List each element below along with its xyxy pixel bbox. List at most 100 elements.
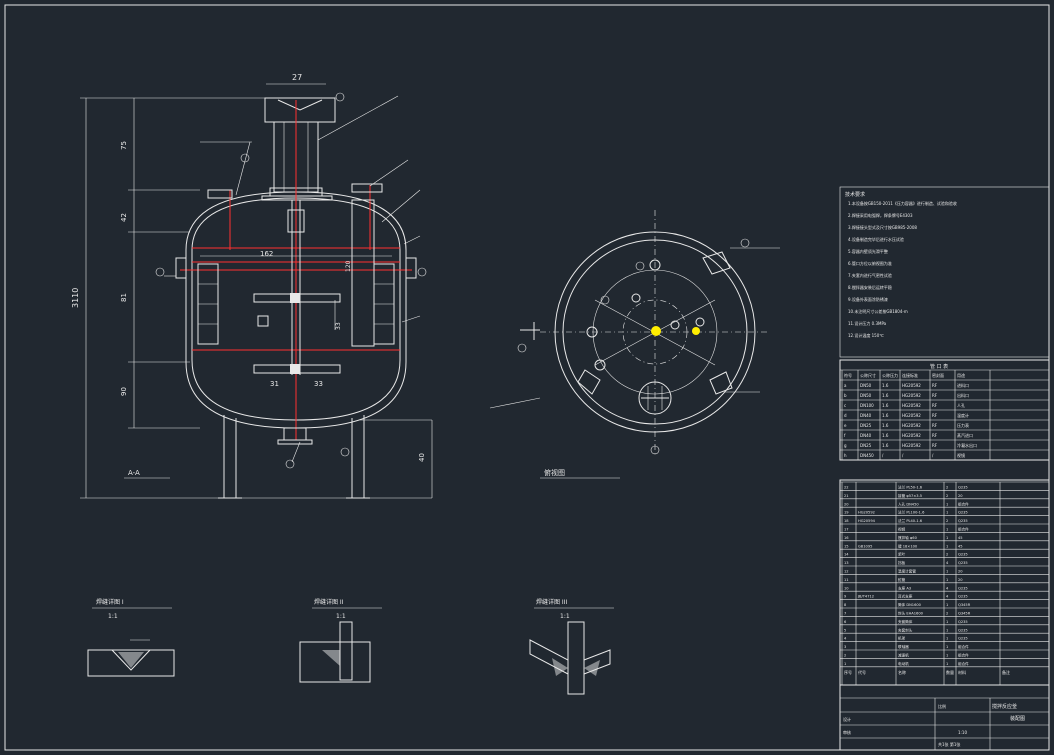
parts-cell: 1 xyxy=(844,662,846,666)
parts-cell: 浆叶 xyxy=(898,552,906,557)
parts-cell: 1 xyxy=(946,654,948,658)
parts-cell: Q235 xyxy=(958,620,968,624)
parts-cell: 1 xyxy=(946,620,948,624)
dim-coil: 120 xyxy=(345,260,352,272)
parts-cell: Q235 xyxy=(958,637,968,641)
parts-cell: 组合件 xyxy=(958,501,969,506)
title-designer: 设计 xyxy=(843,716,851,722)
parts-cell: 1 xyxy=(946,645,948,649)
parts-cell: 6 xyxy=(844,620,847,624)
parts-cell: Q345R xyxy=(958,612,971,616)
nozzle-cell: 人孔 xyxy=(957,402,965,408)
parts-cell: 15 xyxy=(844,544,849,548)
detail-3-sub: 1:1 xyxy=(560,613,570,620)
nozzle-cell: 1.6 xyxy=(882,433,889,438)
tech-note-line: 5.容器内壁须光滑平整 xyxy=(848,248,888,254)
parts-cell: 20 xyxy=(958,494,963,498)
nozzle-cell: / xyxy=(882,453,884,458)
nozzle-header-cell: 公称压力 xyxy=(882,372,898,378)
parts-cell: 1 xyxy=(946,603,948,607)
parts-cell: 搅拌轴 φ60 xyxy=(898,535,918,540)
parts-cell: 接管 φ57×3.5 xyxy=(898,493,922,498)
nozzle-header-cell: 连接标准 xyxy=(902,372,918,378)
coil-right xyxy=(373,263,395,345)
nozzle-cell: RF xyxy=(932,413,938,418)
parts-cell: 5 xyxy=(844,628,846,632)
coil-left xyxy=(197,263,219,345)
nozzle-cell: HG20592 xyxy=(902,433,921,438)
parts-cell: Q345R xyxy=(958,603,971,607)
tech-notes-heading: 技术要求 xyxy=(845,191,865,198)
parts-header-cell: 材料 xyxy=(958,669,966,675)
nozzle-header-cell: 符号 xyxy=(844,372,852,378)
tech-notes: 技术要求 1.本设备按GB150-2011《压力容器》进行制造、试验和验收 2.焊… xyxy=(839,186,1050,358)
tech-note-line: 2.焊接采用电弧焊，焊条牌号E4303 xyxy=(848,212,913,218)
parts-cell: Q235 xyxy=(958,586,968,590)
parts-cell: 组合件 xyxy=(958,653,969,658)
nozzle-cell: 1.6 xyxy=(882,403,889,408)
parts-cell: 法兰 PL100-1.6 xyxy=(898,510,925,515)
parts-cell: Q235 xyxy=(958,519,968,523)
parts-cell: 键 18×100 xyxy=(898,543,918,548)
parts-cell: 4 xyxy=(946,586,949,590)
parts-header-cell: 备注 xyxy=(1002,669,1010,675)
parts-cell: 18 xyxy=(844,519,849,523)
tech-note-line: 1.本设备按GB150-2011《压力容器》进行制造、试验和验收 xyxy=(848,200,957,206)
parts-cell: 封头 EHA1600 xyxy=(898,611,924,616)
parts-cell: 10 xyxy=(844,586,849,590)
parts-cell: 2 xyxy=(946,519,948,523)
tech-note-line: 8.搅拌器安装后运转平稳 xyxy=(848,284,892,290)
nozzle-cell: HG20592 xyxy=(902,423,921,428)
top-view-label: 俯视图 xyxy=(544,468,565,477)
parts-cell: 1 xyxy=(946,536,948,540)
parts-cell: 联轴器 xyxy=(898,644,909,649)
jacket xyxy=(185,191,407,429)
nozzle-cell: g xyxy=(844,443,847,448)
nozzle-b xyxy=(649,259,661,271)
parts-cell: 13 xyxy=(844,561,849,565)
parts-cell: 支座 A3 xyxy=(898,585,911,590)
parts-header-cell: 名称 xyxy=(898,669,906,675)
nozzle-cell: HG20592 xyxy=(902,403,921,408)
parts-cell: 筒体 DN1600 xyxy=(898,602,922,607)
detail-3-label: 焊缝详图 III xyxy=(536,598,567,606)
tech-note-line: 7.夹套内进行气密性试验 xyxy=(848,272,892,278)
nozzle-cell: DN450 xyxy=(860,453,874,458)
parts-cell: 22 xyxy=(844,486,849,490)
detail-2-sub: 1:1 xyxy=(336,613,346,620)
nozzle-cell: e xyxy=(844,423,847,428)
nozzle-cell: RF xyxy=(932,403,938,408)
parts-cell: 人孔 DN450 xyxy=(898,501,919,506)
nozzle-cell: f xyxy=(844,433,846,438)
nozzle-cell: / xyxy=(902,453,904,458)
parts-cell: 2 xyxy=(946,486,948,490)
dim-top: 27 xyxy=(292,73,302,82)
nozzle-cell: RF xyxy=(932,433,938,438)
tech-note-line: 6.管口方位以俯视图为准 xyxy=(848,260,892,266)
parts-cell: 1 xyxy=(946,637,948,641)
title-drawing-name: 装配图 xyxy=(1010,715,1025,722)
parts-cell: 20 xyxy=(958,578,963,582)
parts-cell: 视镜 xyxy=(898,527,906,532)
parts-cell: 1 xyxy=(946,511,948,515)
dim-paddle-b: 33 xyxy=(314,380,323,388)
title-scale: 1:10 xyxy=(958,730,967,735)
nozzle-cell: RF xyxy=(932,423,938,428)
parts-cell: 减速机 xyxy=(898,653,909,658)
tech-note-line: 3.焊接接头型式及尺寸按GB985-2008 xyxy=(848,224,917,230)
nozzle-header-cell: 用途 xyxy=(957,372,965,378)
parts-cell: 1 xyxy=(946,662,948,666)
nozzle-cell: 1.6 xyxy=(882,393,889,398)
parts-cell: 1 xyxy=(946,528,948,532)
center-nozzle xyxy=(651,326,661,336)
nozzle-cell: 压力表 xyxy=(957,422,969,428)
parts-cell: Q235 xyxy=(958,561,968,565)
parts-cell: Q235 xyxy=(958,511,968,515)
nozzle-cell: 1.6 xyxy=(882,443,889,448)
section-view-label: A-A xyxy=(128,469,140,477)
dim-h3: 81 xyxy=(120,293,128,302)
nozzle-cell: DN40 xyxy=(860,413,872,418)
parts-header-cell: 代号 xyxy=(858,669,866,675)
nozzle-cell: RF xyxy=(932,443,938,448)
